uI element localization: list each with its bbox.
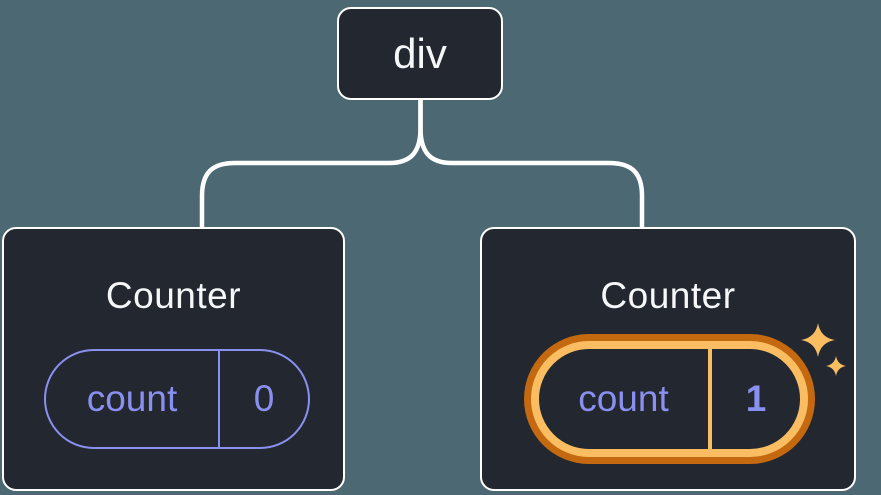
highlighted-state-pill: count 1 (524, 334, 815, 464)
root-node-div: div (337, 7, 503, 100)
counter-title: Counter (105, 275, 242, 316)
counter-title: Counter (600, 275, 736, 316)
counter-card-right: Counter count 1 (480, 227, 856, 491)
state-key-label: count (578, 378, 669, 419)
state-value: 1 (745, 378, 767, 419)
state-pill-inner: count 1 (531, 341, 808, 457)
counter-card-left: Counter count 0 (2, 227, 345, 491)
state-key-section: count (46, 351, 220, 447)
state-key-label: count (86, 378, 178, 419)
sparkles-icon (801, 323, 846, 376)
state-value: 0 (253, 378, 275, 419)
state-value-section: 0 (220, 351, 308, 447)
connector-right-branch (418, 97, 645, 231)
state-pill: count 0 (44, 349, 310, 449)
root-node-label: div (393, 29, 447, 77)
connector-left-branch (199, 97, 423, 231)
state-value-section: 1 (712, 349, 800, 449)
state-key-section: count (539, 349, 712, 449)
